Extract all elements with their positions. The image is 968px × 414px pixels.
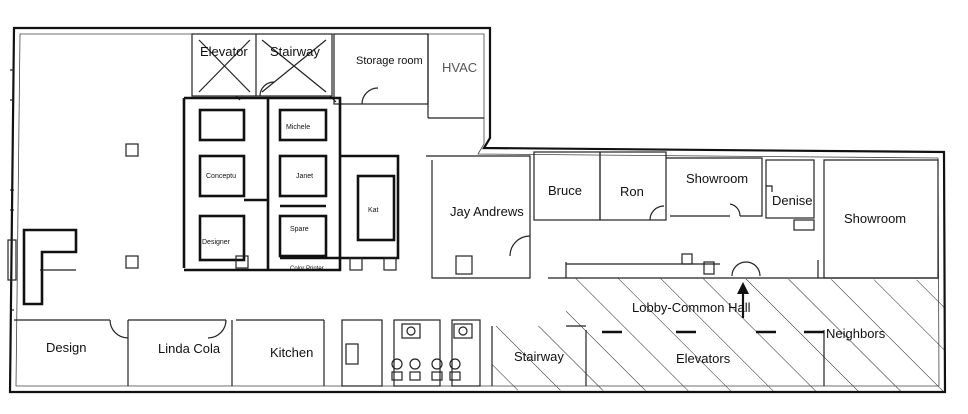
label-neighbors: Neighbors: [826, 326, 886, 341]
label-concepts: Conceptu: [206, 173, 236, 180]
label-kat: Kat: [368, 207, 379, 214]
label-designer: Designer: [202, 239, 231, 246]
label-showroom-small: Showroom: [686, 171, 748, 186]
entry-arrow-icon: [737, 282, 749, 318]
label-bruce: Bruce: [548, 183, 582, 198]
label-stairway-bottom: Stairway: [514, 349, 564, 364]
columns: [125, 143, 249, 269]
label-color-printer: Color Printer: [290, 266, 324, 272]
label-hvac: HVAC: [442, 60, 477, 75]
label-michele: Michele: [286, 124, 310, 131]
label-spare: Spare: [290, 226, 309, 233]
label-showroom-large: Showroom: [844, 211, 906, 226]
left-workstation: [22, 228, 78, 306]
cubicle-cluster: [182, 96, 400, 272]
label-ron: Ron: [620, 184, 644, 199]
label-janet: Janet: [296, 173, 313, 180]
right-wing-offices: [426, 151, 939, 279]
label-storage-room: Storage room: [356, 55, 423, 67]
common-area-hatch: [492, 278, 945, 392]
label-design: Design: [46, 340, 86, 355]
outer-wall-inner: [15, 33, 940, 387]
label-stairway-top: Stairway: [270, 44, 320, 59]
label-kitchen: Kitchen: [270, 345, 313, 360]
bottom-rooms: [14, 319, 825, 387]
label-lobby-common-hall: Lobby-Common Hall: [632, 300, 751, 315]
label-jay-andrews: Jay Andrews: [450, 204, 524, 219]
outer-wall: [8, 26, 947, 394]
label-linda-cola: Linda Cola: [158, 341, 221, 356]
left-wall-windows: [7, 69, 17, 311]
label-elevators: Elevators: [676, 351, 731, 366]
label-elevator-top: Elevator: [200, 44, 248, 59]
label-denise: Denise: [772, 193, 812, 208]
